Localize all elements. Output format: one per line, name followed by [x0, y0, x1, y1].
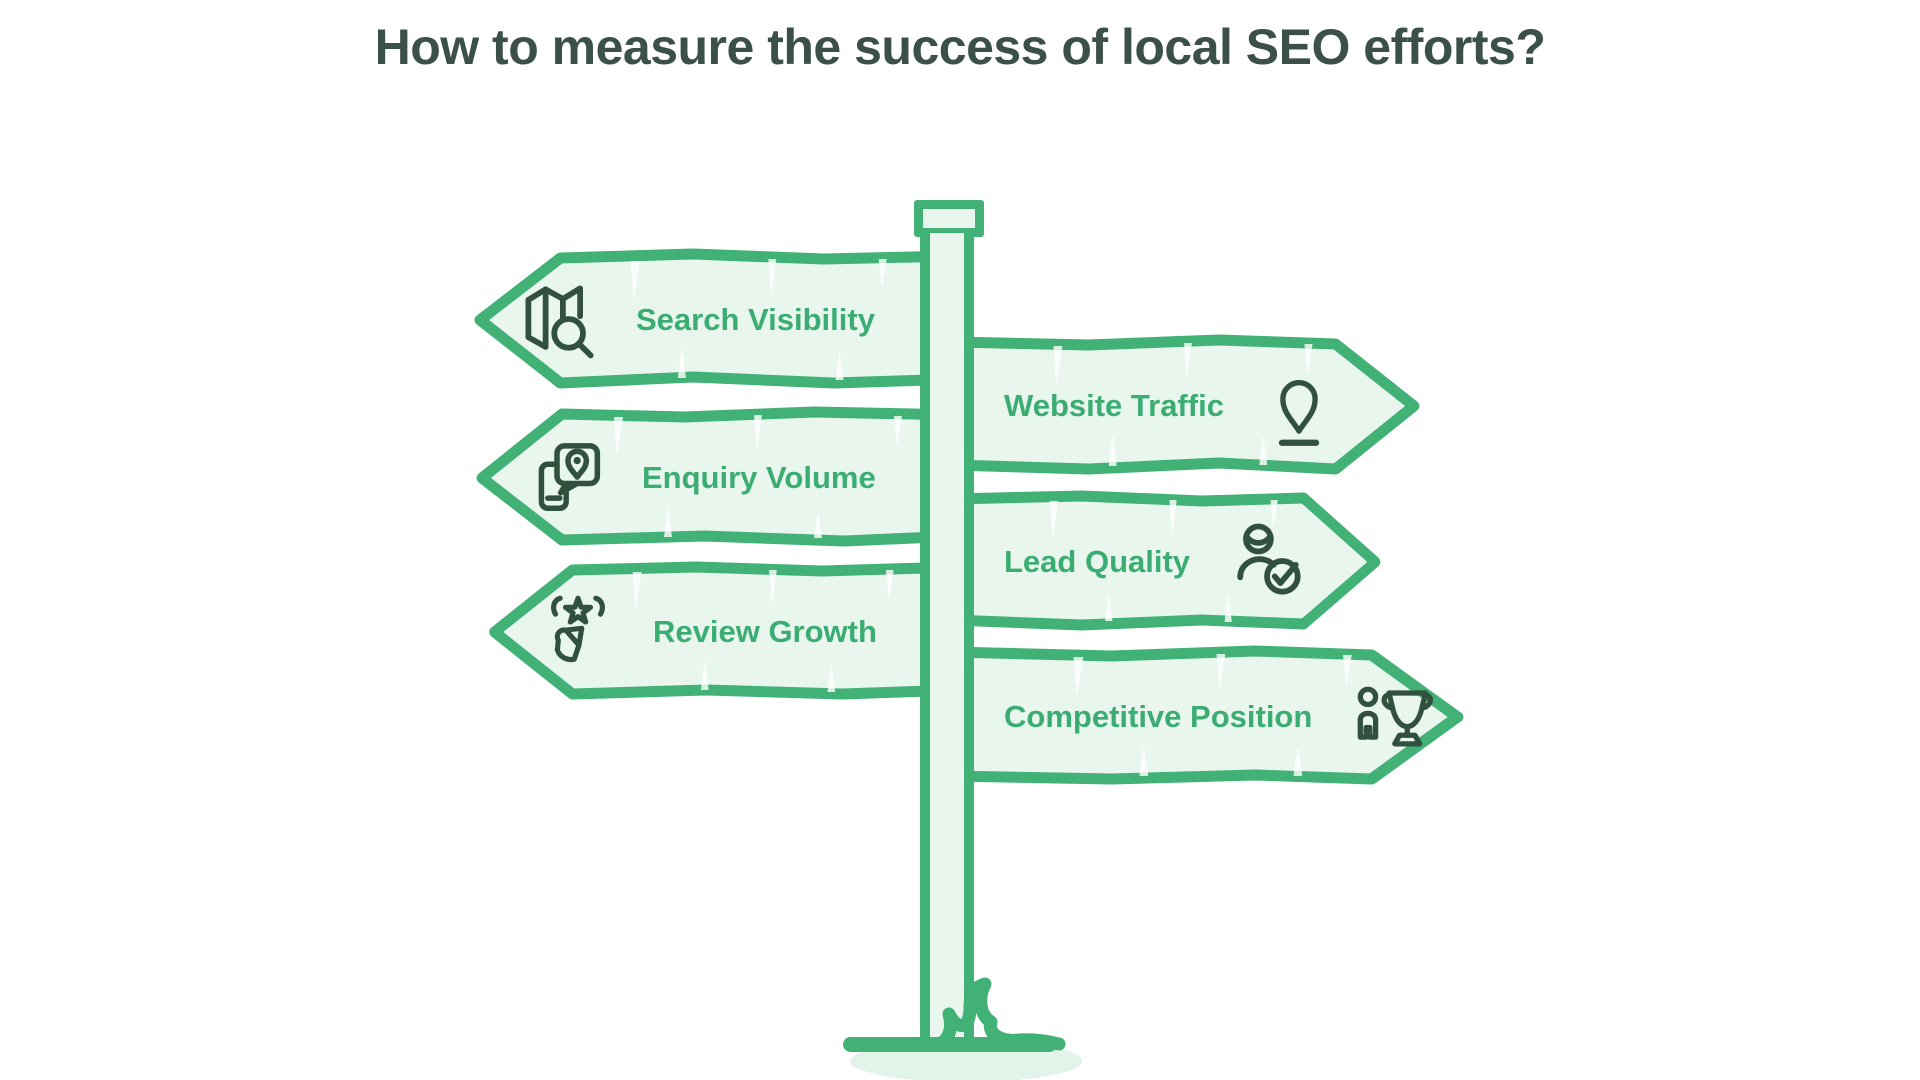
sign-competitive-position: Competitive Position [951, 643, 1475, 791]
stars-review-icon [533, 587, 623, 677]
sign-board [476, 406, 961, 547]
sign-label: Competitive Position [1004, 699, 1313, 734]
sign-enquiry-volume: Enquiry Volume [464, 404, 961, 552]
map-search-icon [514, 274, 606, 366]
sign-board [951, 645, 1464, 785]
sign-board [951, 334, 1420, 475]
location-pin-icon [1256, 363, 1342, 449]
sign-label: Lead Quality [1004, 544, 1191, 579]
signpost-pole [920, 233, 974, 1048]
sign-website-traffic: Website Traffic [951, 332, 1430, 480]
sign-board [474, 248, 961, 389]
sign-label: Website Traffic [1004, 388, 1224, 423]
sign-label: Enquiry Volume [642, 460, 876, 495]
page-title: How to measure the success of local SEO … [374, 19, 1546, 75]
sign-label: Search Visibility [636, 302, 875, 337]
grass-tuft-icon [925, 960, 1080, 1058]
sign-label: Review Growth [653, 614, 877, 649]
person-trophy-icon [1344, 671, 1436, 763]
phone-location-icon [524, 434, 612, 522]
person-check-icon [1222, 516, 1314, 608]
sign-search-visibility: Search Visibility [462, 246, 961, 394]
sign-lead-quality: Lead Quality [952, 488, 1390, 636]
sign-board [952, 490, 1381, 631]
sign-board [489, 561, 961, 700]
sign-review-growth: Review Growth [477, 558, 961, 706]
signpost-cap [914, 200, 984, 237]
